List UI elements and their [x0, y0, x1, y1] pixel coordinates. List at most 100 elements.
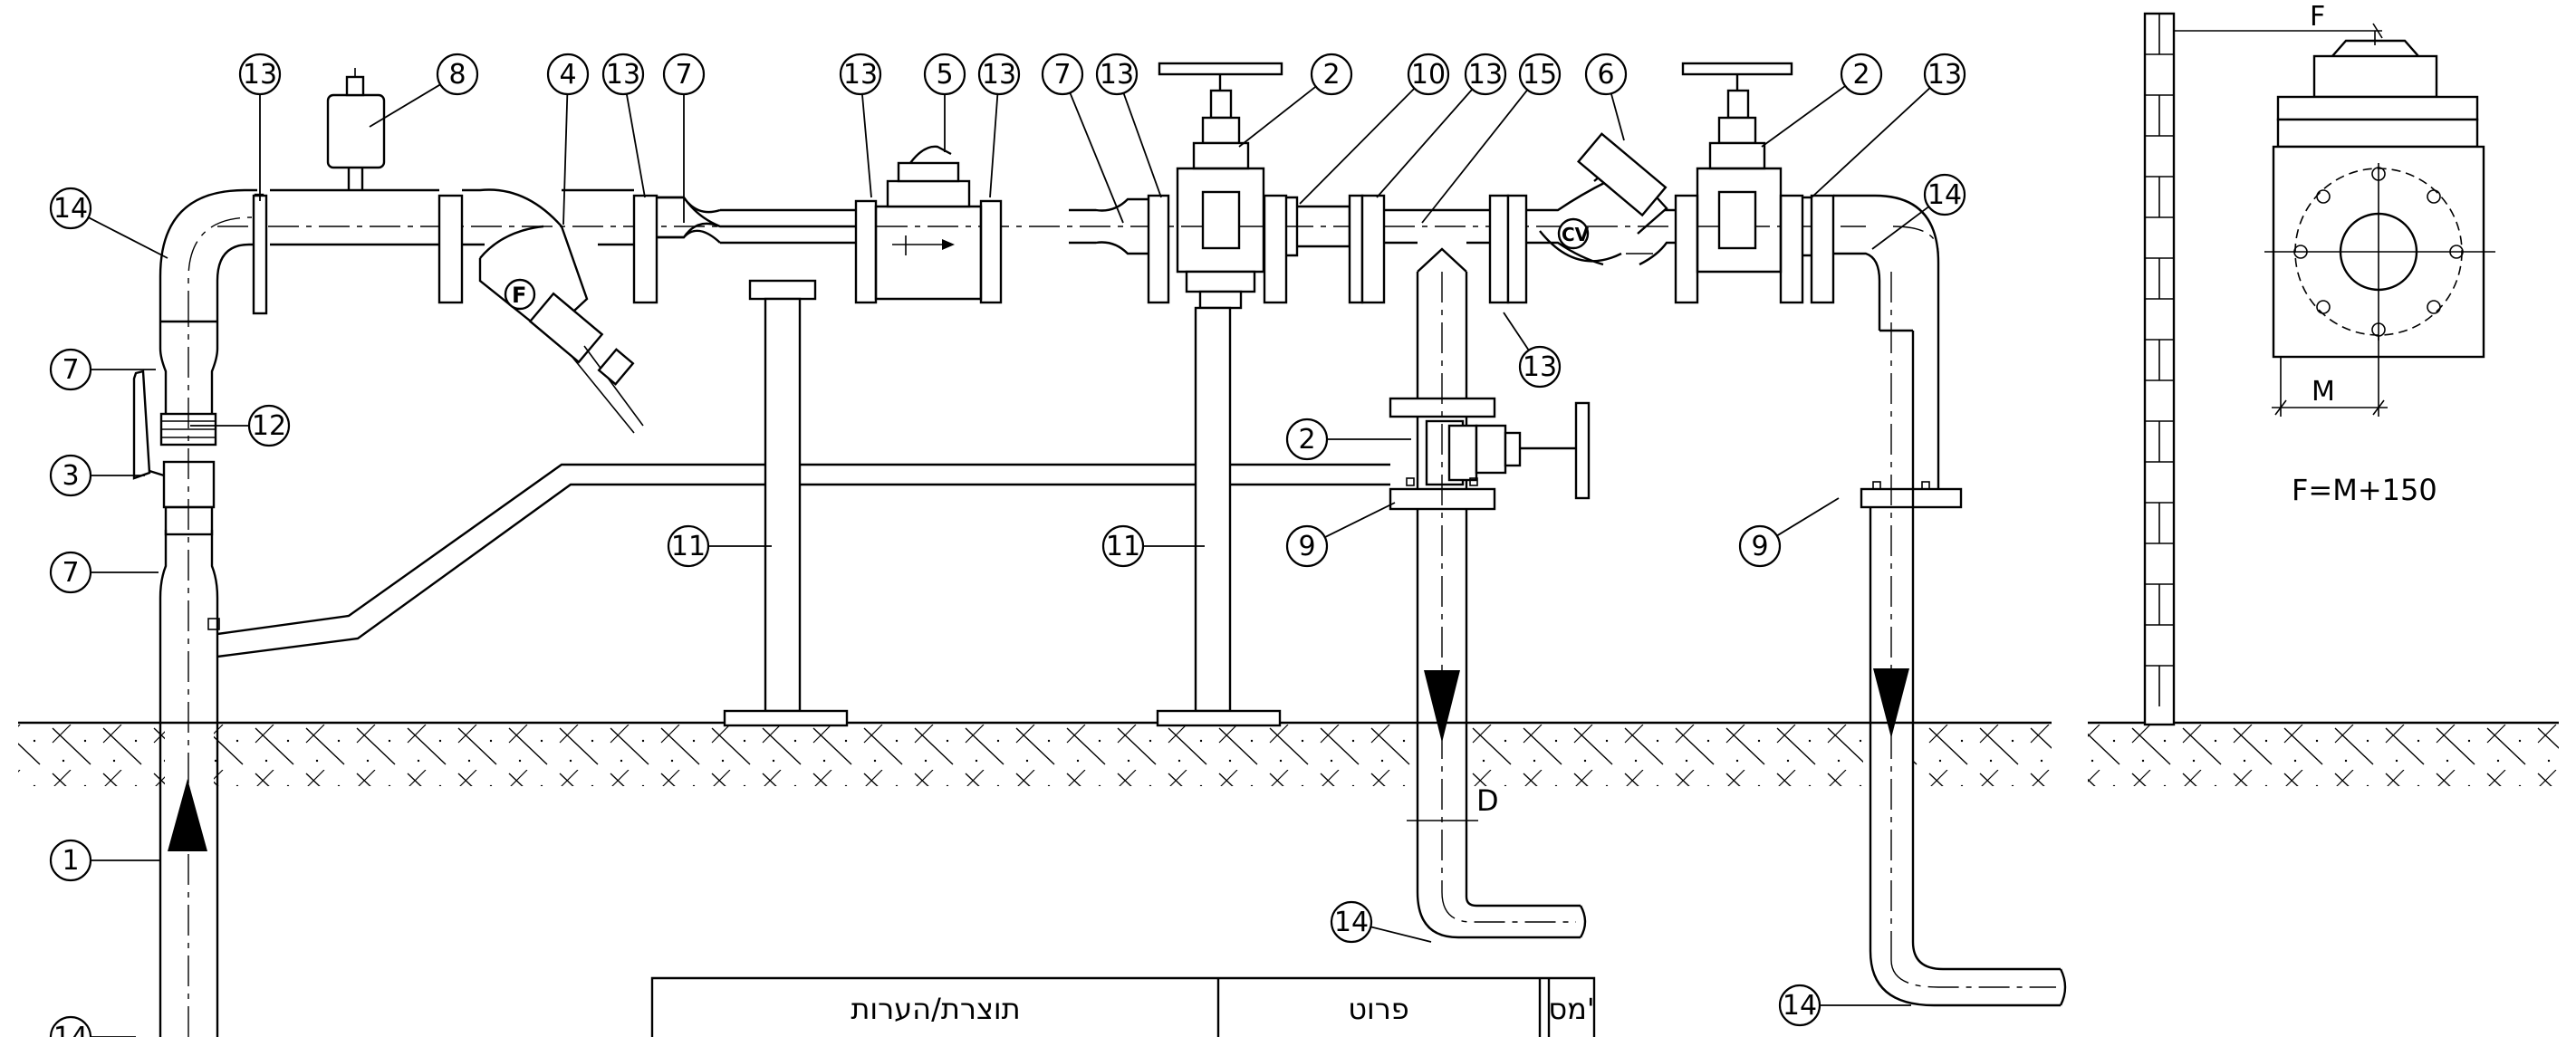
callout-circle: [49, 187, 92, 230]
check-valve: CV: [1539, 132, 1668, 263]
callout-leader: [1370, 926, 1432, 943]
callout-11: 11: [667, 524, 772, 568]
callout-leader: [1376, 88, 1474, 198]
callout-number: 9: [1298, 531, 1315, 562]
callout-1: 1: [49, 839, 161, 882]
outlet-riser-pipe: [1833, 194, 2067, 1007]
inlet-riser-pipe: [132, 188, 257, 1037]
callout-leader: [1761, 85, 1846, 148]
callout-number: 12: [252, 410, 286, 442]
callout-number: 11: [671, 531, 706, 562]
ground-line: [18, 715, 2559, 790]
horizontal-main-pipe: [217, 179, 1866, 315]
callout-leader: [1122, 92, 1162, 198]
callout-number: 3: [62, 460, 79, 492]
callout-circle: [923, 53, 966, 96]
callout-14: 14: [1330, 900, 1432, 944]
callout-circle: [1407, 53, 1450, 96]
callout-14: 14: [49, 1015, 136, 1037]
dimension-m-label: M: [2312, 376, 2335, 408]
callout-2: 2: [1285, 418, 1411, 461]
callout-9: 9: [1285, 502, 1396, 568]
table-header-detail: פרוט: [1348, 992, 1409, 1026]
callout-14: 14: [1871, 173, 1966, 250]
callout-circle: [49, 839, 92, 882]
callout-circle: [1518, 345, 1562, 389]
callout-number: 13: [982, 59, 1016, 91]
callout-7: 7: [662, 53, 706, 223]
callout-circle: [1518, 53, 1562, 96]
side-view: F M F=M+150: [2143, 1, 2495, 726]
callout-number: 5: [936, 59, 953, 91]
callout-circle: [1464, 53, 1507, 96]
callout-circle: [1923, 173, 1966, 216]
branch-drain-pipe: [1389, 247, 1591, 939]
callout-circle: [238, 53, 282, 96]
callout-circle: [1095, 53, 1139, 96]
gate-valve-2: [1681, 62, 1793, 274]
callout-3: 3: [49, 454, 145, 497]
callout-8: 8: [369, 53, 479, 128]
callout-7: 7: [49, 551, 159, 594]
callout-7: 7: [49, 348, 156, 391]
callout-13: 13: [1095, 53, 1162, 198]
callout-circle: [1101, 524, 1145, 568]
callout-number: 13: [1927, 59, 1962, 91]
callout-2: 2: [1761, 53, 1883, 148]
callout-circle: [601, 53, 645, 96]
callout-circle: [49, 454, 92, 497]
callout-number: 2: [1322, 59, 1340, 91]
callout-circle: [839, 53, 882, 96]
callout-10: 10: [1299, 53, 1450, 205]
callout-number: 14: [1334, 907, 1369, 938]
callout-number: 6: [1597, 59, 1614, 91]
callout-leader: [1421, 89, 1529, 224]
callout-13: 13: [839, 53, 882, 198]
callout-13: 13: [1811, 53, 1966, 198]
callout-leader: [625, 93, 646, 198]
callout-5: 5: [923, 53, 966, 152]
wall-brick-lines: [2145, 14, 2174, 706]
callout-circle: [49, 1015, 92, 1037]
callout-number: 14: [1927, 179, 1962, 211]
callout-leader: [1871, 206, 1929, 250]
callout-number: 8: [448, 59, 466, 91]
callout-circle: [49, 551, 92, 594]
callout-number: 14: [1783, 990, 1817, 1022]
callout-number: 7: [62, 354, 79, 386]
callout-6: 6: [1584, 53, 1628, 141]
callout-circle: [1310, 53, 1353, 96]
callout-7: 7: [1041, 53, 1124, 224]
callout-15: 15: [1421, 53, 1562, 224]
dimension-d: D: [1407, 783, 1499, 831]
gate-valve-1: [1158, 62, 1283, 310]
callout-number: 14: [53, 1022, 88, 1037]
pipe-supports: [723, 279, 1282, 727]
parts-table: תוצרת/הערות פרוט מס': [650, 976, 1596, 1037]
callout-circle: [1285, 524, 1329, 568]
callout-circle: [977, 53, 1021, 96]
callout-number: 14: [53, 193, 88, 225]
air-valve: [326, 68, 386, 190]
callout-circle: [1285, 418, 1329, 461]
callout-circle: [1778, 984, 1821, 1027]
callout-circle: [1584, 53, 1628, 96]
callout-circle: [1330, 900, 1373, 944]
svg-text:CV: CV: [1562, 224, 1590, 245]
svg-text:F: F: [512, 283, 526, 308]
callout-number: 13: [243, 59, 277, 91]
callout-2: 2: [1238, 53, 1353, 148]
callout-number: 7: [1053, 59, 1071, 91]
callout-12: 12: [190, 404, 291, 447]
callout-leader: [1811, 87, 1931, 198]
callout-leader: [1299, 87, 1416, 205]
callout-14: 14: [49, 187, 168, 259]
callout-number: 9: [1751, 531, 1768, 562]
y-strainer: F: [478, 225, 644, 434]
callout-circle: [1738, 524, 1782, 568]
callout-9: 9: [1738, 497, 1840, 568]
callout-number: 1: [62, 845, 79, 877]
callout-14: 14: [1778, 984, 1911, 1027]
callout-leader: [1324, 502, 1396, 539]
